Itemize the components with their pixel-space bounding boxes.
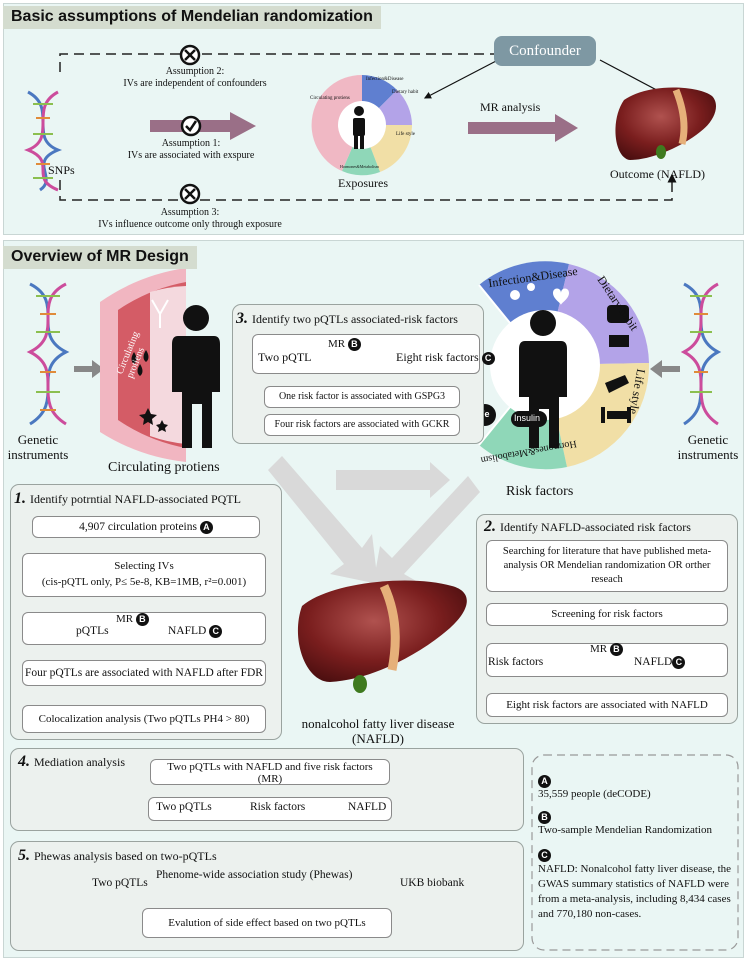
snps-label: SNPs bbox=[48, 163, 75, 177]
insulin-label: Insulin bbox=[514, 413, 541, 423]
s3-mr-box bbox=[252, 334, 480, 374]
section1-header: 1. Identify potrntial NAFLD-associated P… bbox=[14, 490, 241, 507]
assumption2-cross-icon bbox=[179, 44, 201, 66]
outcome-label: Outcome (NAFLD) bbox=[610, 167, 705, 181]
circulating-protein-arc bbox=[100, 268, 186, 462]
s3-gckr-box: Four risk factors are associated with GC… bbox=[264, 414, 460, 436]
mini-wheel-hormones: Hormones&Metabolism bbox=[340, 164, 379, 169]
s5-two-pqtls: Two pQTLs bbox=[92, 877, 148, 889]
confounder-to-exposure-arrow bbox=[423, 59, 499, 99]
assumption3-label: Assumption 3:IVs influence outcome only … bbox=[98, 207, 282, 230]
assumption2-label: Assumption 2:IVs are independent of conf… bbox=[123, 66, 267, 89]
assumption3-cross-icon bbox=[179, 183, 201, 205]
s1-four-pqtls-box: Four pQTLs are associated with NAFLD aft… bbox=[22, 660, 266, 686]
assumptions-title: Basic assumptions of Mendelian randomiza… bbox=[3, 6, 381, 29]
mini-wheel-lifestyle: Life style bbox=[396, 132, 416, 137]
section3-header: 3. Identify two pQTLs associated-risk fa… bbox=[236, 310, 458, 327]
fe-label: Fe bbox=[479, 409, 490, 419]
note-b-text: Two-sample Mendelian Randomization bbox=[538, 824, 712, 836]
person-icon-right bbox=[519, 310, 567, 448]
s1-pqtls: pQTLs bbox=[76, 625, 109, 637]
s1-selecting-ivs-box: Selecting IVs(cis-pQTL only, P≤ 5e-8, KB… bbox=[22, 553, 266, 597]
heart-icon bbox=[553, 288, 569, 305]
section4-header: 4. Mediation analysis bbox=[18, 753, 125, 770]
proteins-to-liver-arrow bbox=[268, 456, 378, 584]
s4-nafld: NAFLD bbox=[348, 801, 387, 813]
person-icon-left bbox=[172, 305, 220, 448]
s3-two-pqtl: Two pQTL bbox=[258, 350, 312, 364]
s3-eight-risk: Eight risk factors C bbox=[396, 350, 495, 365]
s2-mr-box bbox=[486, 643, 728, 677]
s1-colocalization-box: Colocalization analysis (Two pQTLs PH4 >… bbox=[22, 705, 266, 733]
s2-risk-factors: Risk factors bbox=[488, 656, 544, 668]
s4-risk-factors: Risk factors bbox=[250, 801, 306, 813]
assumption1-arrow bbox=[150, 112, 256, 140]
molecules-icon bbox=[139, 408, 168, 432]
risk-to-liver-arrow bbox=[372, 476, 480, 590]
notes-dashed-box bbox=[531, 754, 739, 951]
s4-box2 bbox=[148, 797, 392, 821]
note-a-badge: A bbox=[538, 772, 551, 790]
note-a-text: 35,559 people (deCODE) bbox=[538, 788, 651, 800]
mr-analysis-label: MR analysis bbox=[480, 100, 541, 114]
liver-label: nonalcohol fatty liver disease(NAFLD) bbox=[301, 716, 455, 746]
dna-icon-right bbox=[680, 282, 722, 426]
assumption1-label: Assumption 1:IVs are associated with exs… bbox=[127, 138, 255, 161]
risk-factors-label: Risk factors bbox=[506, 484, 574, 499]
liver-icon-center bbox=[297, 580, 467, 693]
section2-header: 2. Identify NAFLD-associated risk factor… bbox=[484, 518, 691, 535]
circulating-protein-label: Circulating protiens bbox=[108, 460, 220, 475]
dashed-assumption3-path bbox=[59, 173, 677, 201]
mini-wheel-proteins: Circulating protiens bbox=[310, 96, 350, 101]
assumption1-check-icon bbox=[180, 115, 202, 137]
genetic-to-risk-arrow bbox=[650, 360, 680, 378]
dna-icon-top bbox=[23, 90, 63, 192]
exposures-label: Exposures bbox=[338, 176, 388, 190]
sofa-icon bbox=[605, 375, 629, 393]
dna-icon-left bbox=[26, 282, 70, 426]
s4-two-pqtls: Two pQTLs bbox=[156, 801, 212, 813]
s1-proteins-box: 4,907 circulation proteins A bbox=[32, 516, 260, 538]
dumbbell-icon bbox=[601, 407, 631, 423]
s5-ukb: UKB biobank bbox=[400, 877, 465, 889]
s2-mr-label: MR B bbox=[590, 643, 623, 656]
mr-analysis-arrow bbox=[468, 114, 578, 142]
section5-header: 5. Phewas analysis based on two-pQTLs bbox=[18, 847, 217, 864]
s1-nafld: NAFLD C bbox=[168, 625, 223, 638]
note-c-badge: C bbox=[538, 846, 551, 864]
droplets-icon bbox=[131, 350, 149, 376]
mini-wheel-dietary: Dietary habit bbox=[392, 90, 419, 95]
s1-mr-label: MR B bbox=[116, 613, 149, 626]
dashed-confounder-path bbox=[59, 53, 494, 72]
s2-searching-box: Searching for literature that have publi… bbox=[486, 540, 728, 592]
section3-to-risk-arrow bbox=[336, 462, 450, 498]
virus-icon bbox=[510, 283, 535, 300]
s3-gspg3-box: One risk factor is associated with GSPG3 bbox=[264, 386, 460, 408]
overview-title: Overview of MR Design bbox=[3, 246, 197, 269]
scale-icon bbox=[607, 305, 629, 323]
s5-phewas: Phenome-wide association study (Phewas) bbox=[156, 869, 353, 881]
exposure-wheel bbox=[311, 74, 413, 176]
food-icon bbox=[609, 335, 629, 347]
antibody-icon bbox=[151, 299, 169, 328]
note-b-badge: B bbox=[538, 808, 551, 826]
mini-wheel-infection: Infection&Disease bbox=[366, 77, 404, 82]
s2-eight-box: Eight risk factors are associated with N… bbox=[486, 693, 728, 717]
genetic-to-protein-arrow bbox=[74, 360, 104, 378]
s4-box1: Two pQTLs with NAFLD and five risk facto… bbox=[150, 759, 390, 785]
s5-evaluation-box: Evalution of side effect based on two pQ… bbox=[142, 908, 392, 938]
s2-screening-box: Screening for risk factors bbox=[486, 603, 728, 626]
confounder-box: Confounder bbox=[494, 36, 596, 66]
liver-icon-top bbox=[615, 87, 716, 160]
s3-mr-label: MR B bbox=[328, 338, 361, 351]
note-c-text: NAFLD: Nonalcohol fatty liver disease, t… bbox=[538, 863, 732, 920]
